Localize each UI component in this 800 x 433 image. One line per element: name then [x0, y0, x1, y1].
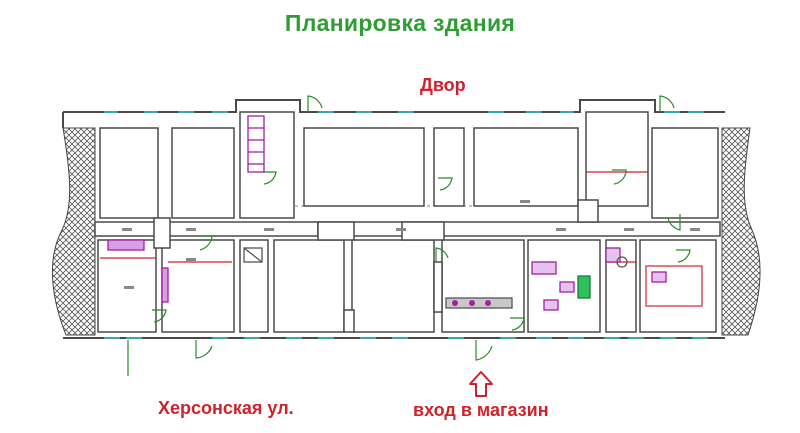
page-title: Планировка здания: [284, 10, 516, 36]
courtyard-label: Двор: [420, 75, 466, 95]
left-hatch-zone: [52, 127, 96, 336]
up-arrow-icon: [469, 371, 493, 397]
red-lines: [100, 171, 703, 307]
lower-rooms: [97, 239, 717, 333]
dimension-marks: [122, 200, 700, 289]
wall-piers: [153, 199, 599, 333]
street-label: Херсонская ул.: [158, 398, 294, 418]
right-hatch-zone: [721, 127, 761, 336]
doors: [127, 95, 691, 376]
entrance-label: вход в магазин: [413, 400, 549, 420]
fixtures: [107, 115, 667, 311]
upper-rooms: [99, 111, 719, 219]
windows: [104, 111, 708, 339]
